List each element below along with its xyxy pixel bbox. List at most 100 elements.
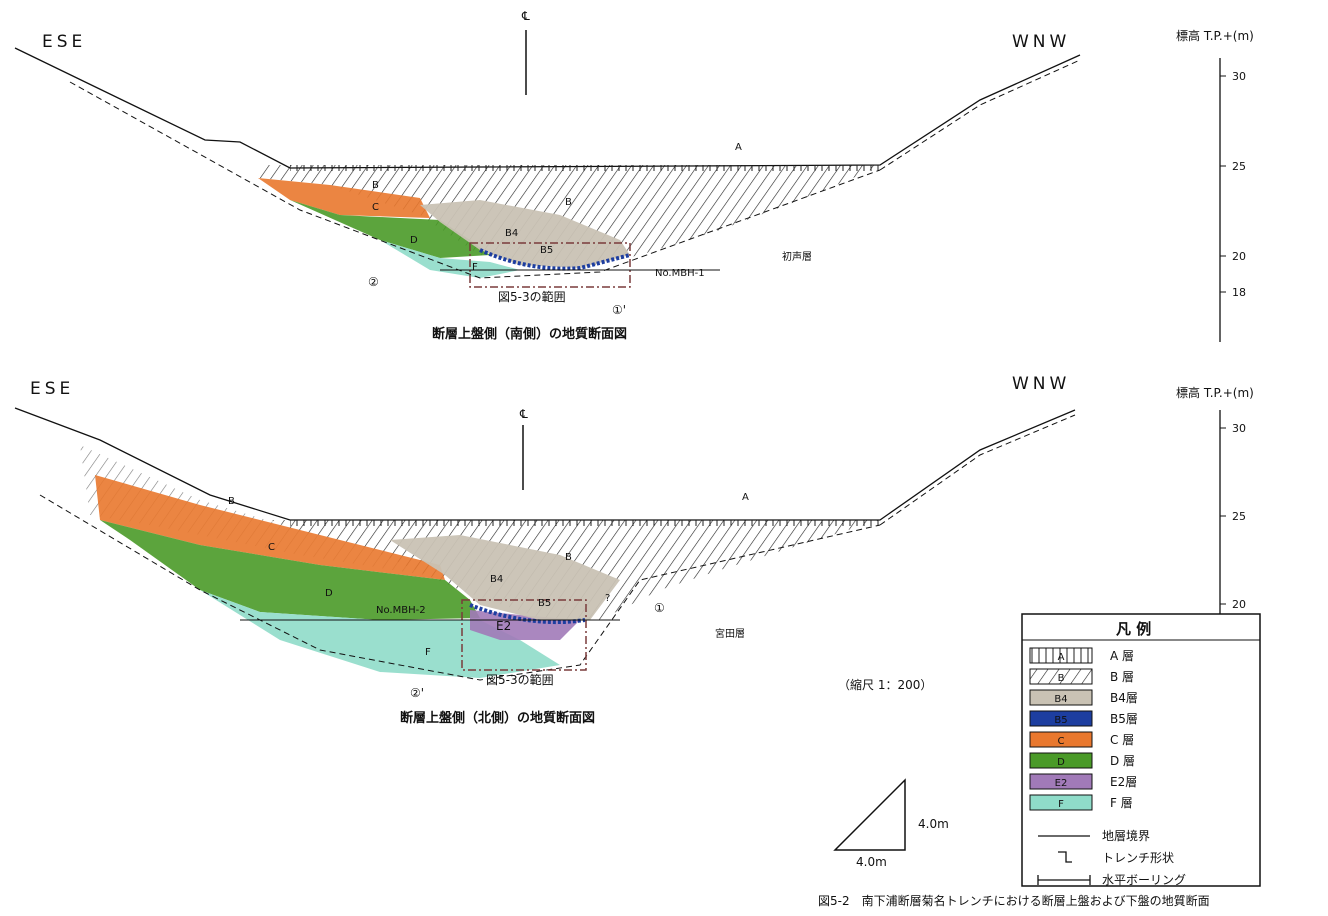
bottom-label-a: A [742,492,749,503]
top-label-b-right: B [565,197,572,208]
legend-swatch-d [1029,752,1093,769]
bottom-label-c: C [268,542,275,553]
bottom-layer-e2 [470,610,580,640]
legend-symbol-trench [1058,851,1072,863]
legend-swatch-text: C [1058,736,1065,747]
legend-swatch-text: F [1058,799,1064,810]
legend-swatch-text: B5 [1054,715,1067,726]
bottom-layer-f [200,590,560,678]
bottom-range-label: 図5-3の範囲 [486,672,554,687]
bottom-layer-a [290,520,880,526]
scale-horizontal-label: 4.0m [856,855,887,869]
bottom-layer-b4 [390,535,620,620]
legend-symbol-trench-label: トレンチ形状 [1102,851,1174,865]
top-range-box [469,242,631,288]
top-label-b4: B4 [505,228,518,239]
bottom-caption: 断層上盤側（北側）の地質断面図 [400,710,595,726]
bottom-layer-d [100,520,480,620]
top-label-b-left: B [372,180,379,191]
top-right-direction: WNW [1012,32,1070,52]
legend-item-label: E2層 [1110,775,1137,789]
bottom-boring-name: No.MBH-2 [376,605,426,616]
top-elev-label: 標高 T.P.+(m) [1176,28,1254,43]
legend-swatch-text: D [1057,757,1065,768]
top-tick-18: 18 [1232,286,1246,299]
bottom-left-direction: ESE [30,379,74,399]
top-ground-surface [14,47,1081,169]
legend-item-label: C 層 [1110,733,1134,747]
top-tick-20: 20 [1232,250,1246,263]
legend-swatch-f [1029,794,1093,811]
top-layer-f [380,240,520,278]
legend-swatch-text: B4 [1054,694,1067,705]
top-label-d: D [410,235,418,246]
top-layer-b5 [479,248,631,271]
top-layer-a [290,165,880,171]
legend-swatch-a [1029,647,1093,664]
bottom-layer-c [95,475,445,580]
bottom-centerline-mark: ℄ [519,407,528,421]
legend-item-label: B4層 [1110,691,1138,705]
bottom-label-b4: B4 [490,574,503,585]
scale-triangle-shape [833,778,906,851]
top-layer-d [290,200,490,258]
bottom-label-b-right: B [565,552,572,563]
bottom-formation: 宮田層 [715,627,745,640]
bottom-label-b-left: B [228,496,235,507]
legend-swatch-c [1029,731,1093,748]
section-bottom: ESE WNW ℄ A B B C D F B4 B5 E2 ? 宮田層 No.… [14,374,1254,726]
top-layer-b [258,165,880,268]
bottom-marker-left: ②' [410,686,424,700]
scale-triangle: 4.0m 4.0m [833,778,949,869]
top-tick-25: 25 [1232,160,1246,173]
legend-swatch-b5 [1029,710,1093,727]
bottom-label-b5: B5 [538,598,551,609]
legend-symbol-boundary-label: 地層境界 [1102,828,1150,843]
legend-swatch-b [1029,668,1093,685]
bottom-elev-label: 標高 T.P.+(m) [1176,385,1254,400]
figure-caption: 図5-2 南下浦断層菊名トレンチにおける断層上盤および下盤の地質断面 [818,893,1210,908]
scale-vertical-label: 4.0m [918,817,949,831]
top-left-direction: ESE [42,32,86,52]
bottom-label-e2: E2 [496,619,511,633]
top-label-a: A [735,142,742,153]
bottom-right-direction: WNW [1012,374,1070,394]
top-formation: 初声層 [782,250,812,263]
section-top: ESE WNW ℄ A B B C D F B4 B5 初声層 No.MBH-1 [14,9,1254,342]
top-marker-right: ①' [612,303,626,317]
top-label-c: C [372,202,379,213]
legend-item-label: F 層 [1110,796,1133,810]
bottom-scale: （縮尺 1：200） [838,677,932,692]
legend-item-label: A 層 [1110,649,1134,663]
legend-item-label: B5層 [1110,712,1138,726]
top-caption: 断層上盤側（南側）の地質断面図 [432,326,627,342]
bottom-marker-right: ① [654,601,665,615]
top-label-b5: B5 [540,245,553,256]
top-boundary-dashed [69,81,881,279]
legend-swatch-e2 [1029,773,1093,790]
bottom-label-d: D [325,588,333,599]
bottom-label-question: ? [605,593,610,604]
bottom-tick-20: 20 [1232,598,1246,611]
top-layer-c [258,178,430,218]
top-label-f: F [472,262,478,273]
legend-swatch-text: E2 [1055,778,1068,789]
legend-title: 凡 例 [1116,620,1151,638]
top-layer-b4 [420,200,630,268]
legend-symbol-boring-label: 水平ボーリング [1102,873,1186,887]
top-tick-30: 30 [1232,70,1246,83]
bottom-range-box [461,599,587,671]
legend-swatch-b4 [1029,689,1093,706]
top-centerline-mark: ℄ [521,9,530,23]
bottom-tick-25: 25 [1232,510,1246,523]
bottom-label-f: F [425,647,431,658]
top-elev-ticks: 30 25 20 18 [1220,70,1246,299]
legend-item-label: D 層 [1110,754,1135,768]
legend-swatch-text: A [1058,652,1065,663]
bottom-boundary-dashed [39,494,881,681]
top-range-label: 図5-3の範囲 [498,289,566,304]
bottom-tick-30: 30 [1232,422,1246,435]
